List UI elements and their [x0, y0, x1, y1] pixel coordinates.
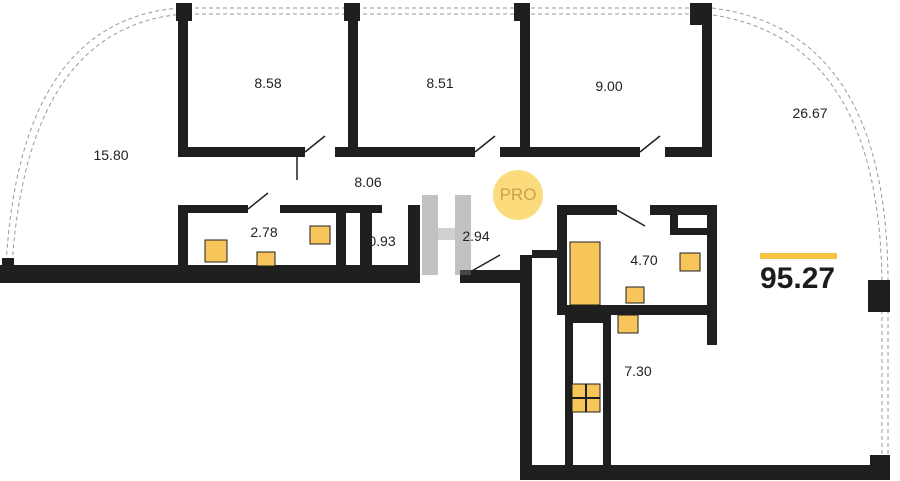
doors [247, 135, 661, 277]
entrance-doormat [422, 195, 471, 275]
accent-bar [760, 253, 837, 259]
room-area-label: 7.30 [624, 363, 652, 379]
total-area: 95.27 [760, 262, 836, 295]
sink-icon [625, 286, 645, 304]
room-area-label: 0.93 [368, 233, 396, 249]
toilet-icon [309, 225, 331, 245]
window-arcs [5, 7, 889, 460]
room-area-label: 15.80 [93, 147, 129, 163]
shower-icon [204, 239, 228, 263]
pro-badge: PRO [493, 170, 543, 220]
toilet-icon [679, 252, 701, 272]
bathtub-icon [569, 241, 601, 306]
sink-icon [256, 251, 276, 267]
walls [0, 3, 890, 480]
room-area-label: 8.51 [426, 75, 454, 91]
room-area-label: 8.58 [254, 75, 282, 91]
fixtures [204, 225, 701, 413]
room-area-label: 2.78 [250, 224, 278, 240]
room-area-label: 26.67 [792, 105, 828, 121]
room-area-label: 4.70 [630, 252, 658, 268]
room-area-label: 2.94 [462, 228, 490, 244]
room-area-label: 8.06 [354, 174, 382, 190]
sink-icon [617, 314, 639, 334]
room-area-label: 9.00 [595, 78, 623, 94]
